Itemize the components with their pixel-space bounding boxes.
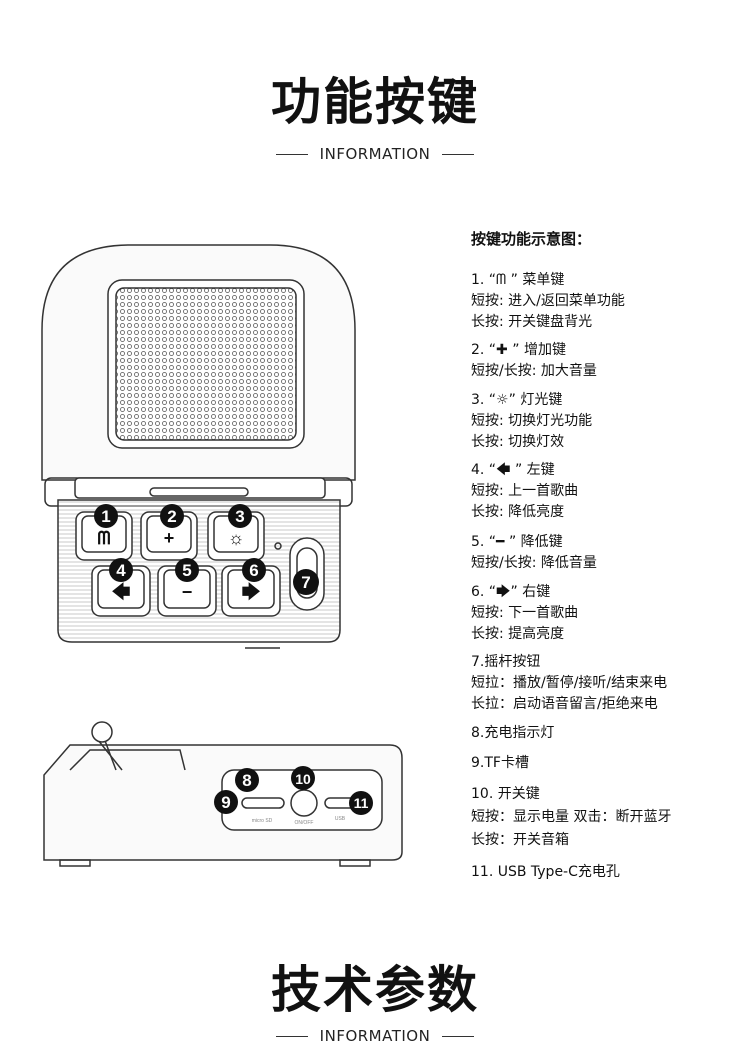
svg-text:7: 7 <box>301 573 310 592</box>
svg-text:10: 10 <box>295 771 311 787</box>
function-item: 9.TF卡槽 <box>471 753 529 774</box>
function-item-desc: 短拉：播放/暂停/接听/结束来电 <box>471 675 668 691</box>
svg-text:☼: ☼ <box>228 528 245 548</box>
function-item-title: 5. “━ ” 降低键 <box>471 534 563 550</box>
function-item-desc: 短按: 进入/返回菜单功能 <box>471 293 625 309</box>
function-item-title: 2. “✚ ” 增加键 <box>471 342 566 358</box>
function-item-desc: 短按: 上一首歌曲 <box>471 483 579 499</box>
function-item-desc: 短按/长按: 加大音量 <box>471 363 597 379</box>
badge-7: 7 <box>293 569 319 595</box>
badge-2: 2 <box>160 504 184 528</box>
svg-text:8: 8 <box>242 771 251 790</box>
svg-text:2: 2 <box>167 507 176 526</box>
badge-6: 6 <box>242 558 266 582</box>
section-subtitle: INFORMATION <box>0 145 750 163</box>
badge-10: 10 <box>291 766 315 790</box>
function-item-desc: 长按: 提高亮度 <box>471 626 565 642</box>
svg-text:🡆: 🡆 <box>242 582 261 602</box>
divider <box>275 1036 308 1037</box>
function-item-desc: 长拉：启动语音留言/拒绝来电 <box>471 696 658 712</box>
badge-3: 3 <box>228 504 252 528</box>
function-item-desc: 长按：开关音箱 <box>471 832 569 848</box>
svg-text:1: 1 <box>101 507 110 526</box>
function-item-title: 3. “☼” 灯光键 <box>471 392 563 408</box>
function-item-title: 6. “🡆” 右键 <box>471 584 551 600</box>
svg-text:3: 3 <box>235 507 244 526</box>
function-item-desc: 短按：显示电量 双击：断开蓝牙 <box>471 809 672 825</box>
badge-4: 4 <box>109 558 133 582</box>
function-item: 6. “🡆” 右键短按: 下一首歌曲长按: 提高亮度 <box>471 582 578 645</box>
function-item-title: 1. “ᗰ ” 菜单键 <box>471 272 565 288</box>
function-item-title: 4. “🡄 ” 左键 <box>471 462 555 478</box>
svg-text:6: 6 <box>249 561 258 580</box>
svg-text:−: − <box>182 582 193 602</box>
badge-8: 8 <box>235 768 259 792</box>
section-subtitle-2: INFORMATION <box>0 1027 750 1045</box>
function-item: 3. “☼” 灯光键短按: 切换灯光功能长按: 切换灯效 <box>471 390 592 453</box>
function-item-desc: 长按: 切换灯效 <box>471 434 565 450</box>
subtitle-text: INFORMATION <box>319 1027 431 1045</box>
function-item-title: 8.充电指示灯 <box>471 725 555 741</box>
micro-sd-label: micro SD <box>252 818 273 824</box>
badge-9: 9 <box>214 790 238 814</box>
section-title-functions: 功能按键 <box>271 73 479 131</box>
device-illustration: ᗰ + ☼ 🡄 − 🡆 micro SD ON/OFF USB 1 2 3 4 … <box>41 244 403 867</box>
divider <box>442 154 475 155</box>
function-item-desc: 短按: 切换灯光功能 <box>471 413 593 429</box>
function-item-title: 11. USB Type-C充电孔 <box>471 864 620 880</box>
function-item-desc: 长按: 降低亮度 <box>471 504 565 520</box>
function-item-desc: 短按/长按: 降低音量 <box>471 555 597 571</box>
function-item-desc: 短按: 下一首歌曲 <box>471 605 579 621</box>
function-item: 10. 开关键短按：显示电量 双击：断开蓝牙长按：开关音箱 <box>471 784 671 851</box>
svg-text:9: 9 <box>221 793 230 812</box>
function-item-title: 7.摇杆按钮 <box>471 654 541 670</box>
svg-text:4: 4 <box>116 561 126 580</box>
function-item-title: 9.TF卡槽 <box>471 755 529 771</box>
function-item: 8.充电指示灯 <box>471 723 554 744</box>
section-title-specs: 技术参数 <box>271 961 479 1019</box>
badge-11: 11 <box>349 791 373 815</box>
legend-heading: 按键功能示意图： <box>471 230 592 248</box>
divider <box>442 1036 475 1037</box>
device-front-view <box>41 244 356 649</box>
svg-text:+: + <box>164 528 175 548</box>
badge-5: 5 <box>175 558 199 582</box>
function-item: 5. “━ ” 降低键短按/长按: 降低音量 <box>471 532 597 574</box>
function-item: 2. “✚ ” 增加键短按/长按: 加大音量 <box>471 340 597 382</box>
badge-1: 1 <box>94 504 118 528</box>
function-item: 11. USB Type-C充电孔 <box>471 862 620 883</box>
svg-text:5: 5 <box>182 561 191 580</box>
function-item: 7.摇杆按钮短拉：播放/暂停/接听/结束来电长拉：启动语音留言/拒绝来电 <box>471 652 667 715</box>
svg-text:🡄: 🡄 <box>112 582 131 602</box>
function-item: 1. “ᗰ ” 菜单键短按: 进入/返回菜单功能长按: 开关键盘背光 <box>471 270 625 333</box>
callout-badges: 1 2 3 4 5 6 7 8 9 10 11 <box>94 504 373 815</box>
function-item: 4. “🡄 ” 左键短按: 上一首歌曲长按: 降低亮度 <box>471 460 578 523</box>
svg-text:11: 11 <box>354 795 369 811</box>
key-glyphs: ᗰ + ☼ 🡄 − 🡆 <box>98 528 261 602</box>
subtitle-text: INFORMATION <box>319 145 431 163</box>
function-item-title: 10. 开关键 <box>471 786 540 802</box>
usb-label: USB <box>335 816 346 822</box>
power-label: ON/OFF <box>295 820 314 826</box>
function-item-desc: 长按: 开关键盘背光 <box>471 314 593 330</box>
svg-text:ᗰ: ᗰ <box>98 528 111 548</box>
divider <box>275 154 308 155</box>
